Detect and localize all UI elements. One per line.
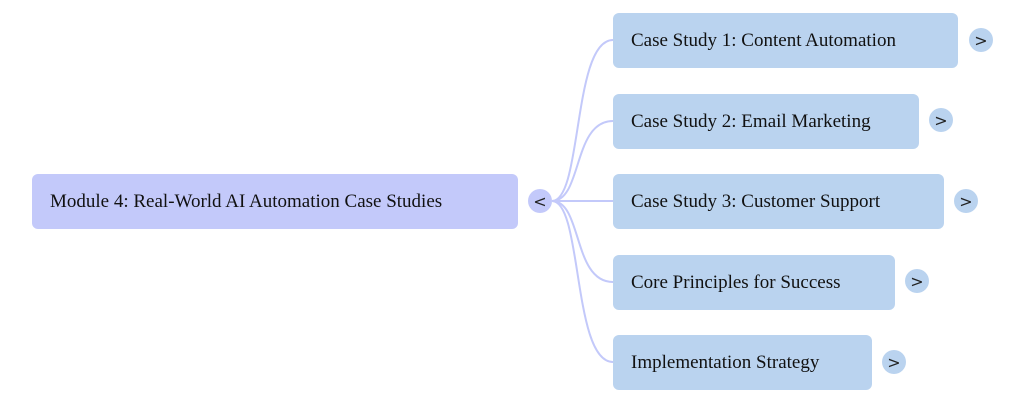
link-4 — [551, 200, 614, 363]
expand-toggle-button[interactable]: > — [929, 108, 953, 132]
chevron-right-icon: > — [974, 30, 988, 50]
chevron-right-icon: > — [959, 191, 973, 211]
child-node-case-study-2[interactable]: Case Study 2: Email Marketing — [613, 94, 919, 149]
chevron-right-icon: > — [910, 271, 924, 291]
collapse-toggle-button[interactable]: < — [528, 189, 552, 213]
expand-toggle-button[interactable]: > — [905, 269, 929, 293]
chevron-left-icon: < — [533, 191, 547, 211]
chevron-right-icon: > — [887, 352, 901, 372]
expand-toggle-button[interactable]: > — [969, 28, 993, 52]
child-node-case-study-3[interactable]: Case Study 3: Customer Support — [613, 174, 944, 229]
child-node-label: Case Study 1: Content Automation — [631, 29, 896, 51]
expand-toggle-button[interactable]: > — [954, 189, 978, 213]
child-node-label: Case Study 3: Customer Support — [631, 190, 881, 212]
link-0 — [551, 39, 614, 202]
root-node-label: Module 4: Real-World AI Automation Case … — [50, 190, 443, 212]
expand-toggle-button[interactable]: > — [882, 350, 906, 374]
child-node-label: Case Study 2: Email Marketing — [631, 110, 871, 132]
link-1 — [551, 120, 614, 202]
child-node-core-principles[interactable]: Core Principles for Success — [613, 255, 895, 310]
child-node-label: Implementation Strategy — [631, 351, 820, 373]
child-node-case-study-1[interactable]: Case Study 1: Content Automation — [613, 13, 958, 68]
child-node-label: Core Principles for Success — [631, 271, 841, 293]
child-node-implementation-strategy[interactable]: Implementation Strategy — [613, 335, 872, 390]
chevron-right-icon: > — [934, 110, 948, 130]
root-node[interactable]: Module 4: Real-World AI Automation Case … — [32, 174, 518, 229]
link-3 — [551, 200, 614, 283]
